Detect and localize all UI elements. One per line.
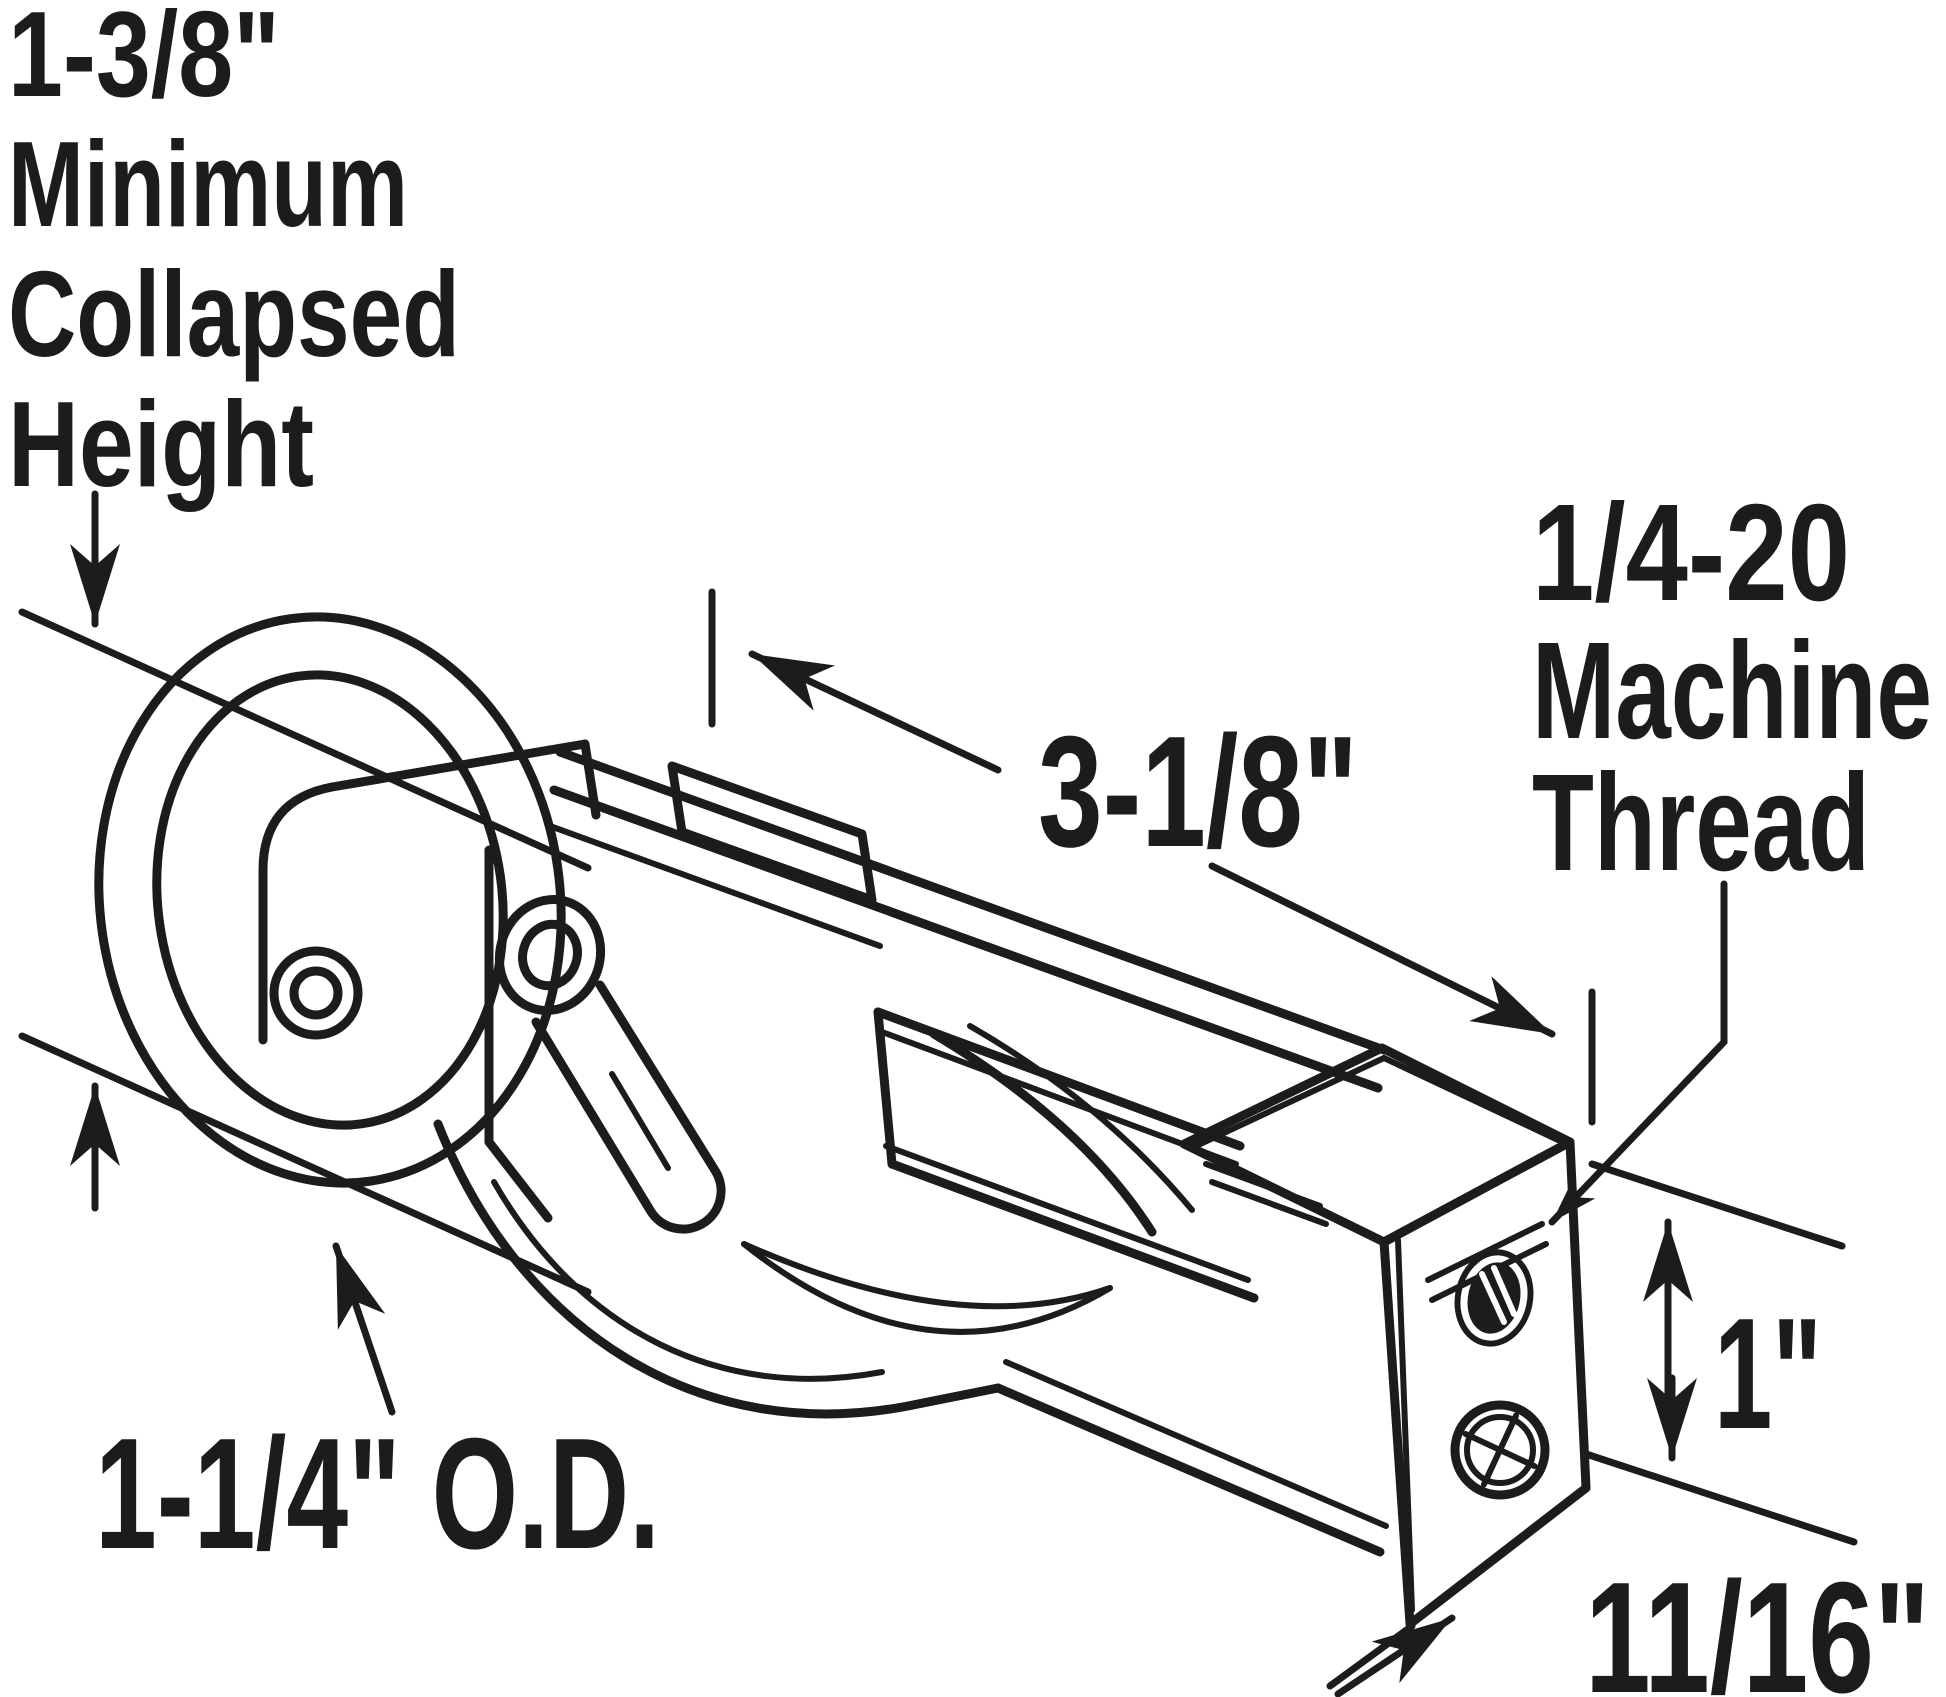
housing-top-rail-hatch <box>547 823 883 949</box>
adjuster-arm <box>531 980 726 1234</box>
label-machine-thread-line-1: 1/4-20 <box>1532 476 1850 630</box>
leaf-spring-lower <box>967 1023 1195 1213</box>
height-extension-line-bottom <box>18 1032 592 1296</box>
screw-phillips-cross <box>1462 1412 1538 1488</box>
block-height-ext-bottom <box>1582 1450 1858 1546</box>
front-wheel-inner-rim <box>152 670 508 1130</box>
roller-assembly-drawing <box>94 612 1591 1629</box>
leaf-spring-upper <box>929 1029 1157 1237</box>
housing-bottom-rail-outer <box>993 1383 1385 1557</box>
label-machine-thread-line-2: Machine <box>1532 614 1932 768</box>
rear-wheel-outer-arc <box>433 1119 1003 1419</box>
end-block-top-hatch-1 <box>1203 1161 1323 1209</box>
threaded-hole-thread-glint-2 <box>1491 1265 1517 1317</box>
block-height-ext-top <box>1588 1160 1846 1250</box>
window-sill-inner <box>883 1143 1251 1283</box>
window-sill-outer <box>887 1159 1259 1303</box>
housing-top-tab <box>667 761 877 905</box>
front-wheel-hub-outer <box>269 946 363 1040</box>
rear-wheel-rim-lens-top <box>741 1241 1113 1310</box>
adjuster-eye-outer <box>494 895 606 1015</box>
rear-wheel-rim-lens-bottom <box>741 1241 1113 1335</box>
label-collapsed-height-line-2: Minimum <box>8 116 408 252</box>
front-wheel-hub-axle <box>289 966 343 1020</box>
screw-head-outer <box>1450 1400 1550 1500</box>
dimension-graphics <box>18 490 1858 1697</box>
threaded-hole-thread-glint-1 <box>1479 1271 1507 1325</box>
threaded-hole-outline <box>1454 1249 1534 1347</box>
housing-top-rail-outer <box>555 747 1389 1055</box>
label-block-width: 11/16" <box>1585 1550 1930 1697</box>
label-collapsed-height-line-3: Collapsed <box>8 246 460 382</box>
od-leader-arrow <box>332 1242 396 1416</box>
housing-front-edge <box>484 845 553 1223</box>
end-block-top-face-inner <box>1193 1054 1561 1149</box>
label-wheel-od: 1-1/4" O.D. <box>95 1406 660 1582</box>
adjuster-arm-slot <box>609 1071 671 1171</box>
adjuster-eye-inner <box>518 919 582 991</box>
end-block-left-edge-double <box>1395 1237 1415 1613</box>
label-collapsed-height-line-4: Height <box>8 376 314 512</box>
window-left-jamb <box>873 1007 897 1169</box>
carrier-bracket-plate <box>258 739 590 1045</box>
housing-bottom-rail-inner <box>1003 1359 1389 1529</box>
screw-head-inner <box>1464 1414 1536 1486</box>
length-arrow-left <box>748 650 1002 774</box>
label-collapsed-height-line-1: 1-3/8" <box>8 0 280 122</box>
label-block-height: 1" <box>1714 1286 1822 1462</box>
end-block-top-hatch-2 <box>1209 1179 1329 1227</box>
window-top-edge-inner <box>879 1029 1239 1167</box>
label-machine-thread-line-3: Thread <box>1532 746 1870 900</box>
length-arrow-right <box>1208 862 1556 1038</box>
height-extension-line-top <box>18 608 592 872</box>
rear-wheel-tread-arc <box>491 1179 885 1382</box>
label-housing-length: 3-1/8" <box>1038 704 1358 880</box>
thread-leader <box>1548 880 1728 1226</box>
dimension-labels: 1-3/8" Minimum Collapsed Height 1/4-20 M… <box>8 0 1932 1697</box>
front-wheel-outer-rim <box>94 612 566 1188</box>
end-block-front-face <box>1379 1137 1591 1629</box>
block-width-arrow <box>1334 1614 1456 1697</box>
